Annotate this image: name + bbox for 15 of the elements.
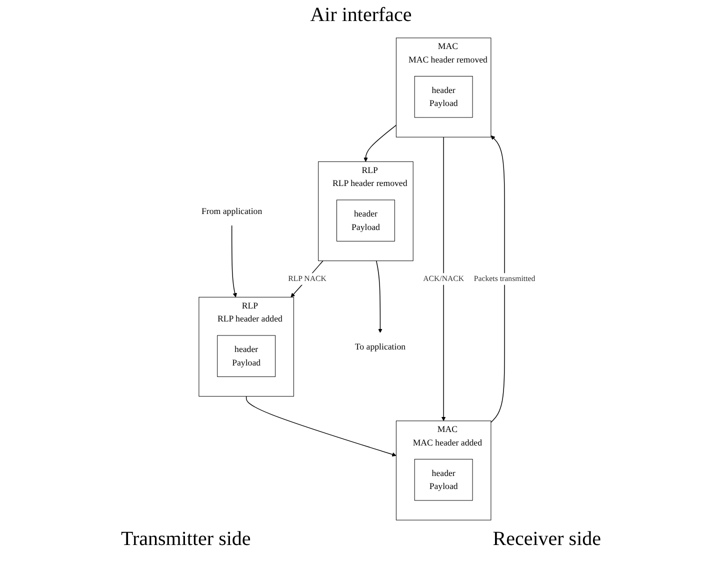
arrow <box>376 260 382 333</box>
node-box: header Payload <box>414 458 473 501</box>
arrow <box>364 124 397 162</box>
side-label: Receiver side <box>492 527 602 552</box>
arrow <box>441 136 446 422</box>
arrow <box>490 135 505 423</box>
node-box: header Payload <box>336 200 395 242</box>
arrow <box>231 224 237 298</box>
node-text: To application <box>354 342 406 352</box>
node-box: header Payload <box>217 335 276 377</box>
arrow <box>246 396 396 457</box>
interface-label: Air interface <box>309 3 413 28</box>
side-label: Transmitter side <box>120 527 252 552</box>
node-text: From application <box>202 206 262 216</box>
node-box: header Payload <box>414 76 473 118</box>
